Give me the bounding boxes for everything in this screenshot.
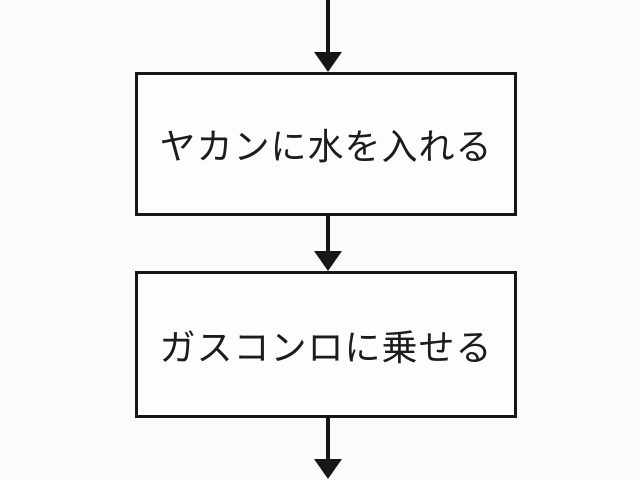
step1-label: ヤカンに水を入れる bbox=[159, 127, 493, 168]
connector-line-step1-step2 bbox=[326, 216, 330, 255]
connector-line-outgoing bbox=[326, 418, 330, 460]
arrow-down-icon bbox=[314, 251, 342, 271]
process-box-step2: ガスコンロに乗せる bbox=[135, 271, 517, 418]
arrow-down-icon bbox=[314, 459, 342, 479]
connector-line-incoming bbox=[326, 0, 330, 54]
arrow-down-icon bbox=[314, 52, 342, 72]
process-box-step1: ヤカンに水を入れる bbox=[135, 72, 517, 216]
step2-label: ガスコンロに乗せる bbox=[159, 327, 493, 369]
